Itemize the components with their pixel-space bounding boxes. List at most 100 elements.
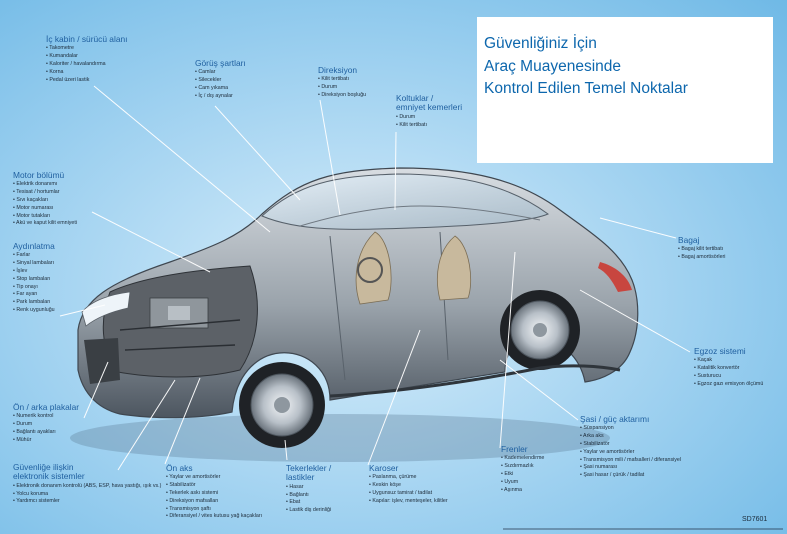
- list-item: Paslanma, çürüme: [369, 474, 448, 482]
- group-heading: Görüş şartları: [195, 58, 246, 68]
- group-item-list: Elektrik donanımıTesisat / hortumlarSıvı…: [13, 181, 77, 228]
- list-item: Stabilizatör: [166, 482, 262, 490]
- list-item: Direksiyon mafsalları: [166, 498, 262, 506]
- list-item: Hasar: [286, 484, 331, 492]
- list-item: Susturucu: [694, 373, 763, 381]
- list-item: Durum: [318, 84, 366, 92]
- list-item: Kaloriter / havalandırma: [46, 61, 127, 69]
- group-chassis: Şasi / güç aktarımıSüspansiyonArka aksSt…: [580, 414, 681, 480]
- title-line-1: Güvenliğiniz İçin: [484, 35, 597, 52]
- group-plates: Ön / arka plakalarNumerik kontrolDurumBa…: [13, 402, 80, 445]
- group-engine-bay: Motor bölümüElektrik donanımıTesisat / h…: [13, 170, 77, 228]
- group-heading: Motor bölümü: [13, 170, 65, 180]
- list-item: Transmisyon mili / mafsalleri / diferans…: [580, 457, 681, 465]
- list-item: Bağlantı ayakları: [13, 429, 79, 437]
- group-item-list: Numerik kontrolDurumBağlantı ayaklarıMüh…: [13, 413, 79, 444]
- list-item: Şasi hasar / çürük / tadilat: [580, 472, 681, 480]
- list-item: Park lambaları: [13, 299, 55, 307]
- list-item: Aşınma: [501, 487, 544, 495]
- list-item: Far ayarı: [13, 291, 55, 299]
- title-line-2: Araç Muayenesinde: [484, 58, 621, 75]
- group-heading: lastikler: [286, 472, 315, 483]
- group-heading: Güvenliğe ilişkin: [13, 462, 74, 472]
- list-item: Keskin köşe: [369, 482, 448, 490]
- group-item-list: Yaylar ve amortisörlerStabilizatörTekerl…: [166, 474, 262, 521]
- list-item: Tekerlek askı sistemi: [166, 490, 262, 498]
- list-item: Diferansiyel / vites kutusu yağ kaçaklar…: [166, 513, 262, 521]
- group-cabin: İç kabin / sürücü alanıTakometreKumandal…: [46, 34, 128, 84]
- list-item: Takometre: [46, 45, 127, 53]
- list-item: Sinyal lambaları: [13, 260, 55, 268]
- list-item: Uygunsuz tamirat / tadilat: [369, 490, 448, 498]
- list-item: Elektronik donanım kontrolü (ABS, ESP, h…: [13, 483, 161, 491]
- list-item: Akü ve kaput kilit emniyeti: [13, 220, 77, 228]
- list-item: Durum: [13, 421, 79, 429]
- group-item-list: HasarBağlantıEbatLastik diş derinliği: [286, 484, 331, 515]
- list-item: Yaylar ve amortisörler: [166, 474, 262, 482]
- list-item: Lastik diş derinliği: [286, 507, 331, 515]
- group-heading: İç kabin / sürücü alanı: [46, 34, 128, 44]
- list-item: Bağlantı: [286, 492, 331, 500]
- list-item: Renk uygunluğu: [13, 307, 55, 315]
- list-item: Mühür: [13, 437, 79, 445]
- group-item-list: Bagaj kilit tertibatıBagaj amortisörleri: [678, 246, 726, 262]
- title-line-3: Kontrol Edilen Temel Noktalar: [484, 80, 688, 97]
- list-item: Katalitik konvertör: [694, 365, 763, 373]
- group-steering: DireksiyonKilit tertibatıDurumDireksiyon…: [318, 65, 366, 100]
- list-item: Transmisyon şaftı: [166, 506, 262, 514]
- group-heading: Tekerlekler /: [286, 463, 332, 473]
- list-item: Stop lambaları: [13, 276, 55, 284]
- list-item: Egzoz gazı emisyon ölçümü: [694, 381, 763, 389]
- group-heading: Karoser: [369, 463, 399, 473]
- list-item: Bagaj kilit tertibatı: [678, 246, 726, 254]
- group-heading: Ön / arka plakalar: [13, 402, 80, 412]
- group-lighting: AydınlatmaFarlarSinyal lambalarıİşlevSto…: [13, 241, 55, 315]
- list-item: Direksiyon boşluğu: [318, 92, 366, 100]
- group-heading: Koltuklar /: [396, 93, 434, 103]
- list-item: Yardımcı sistemler: [13, 498, 161, 506]
- group-heading: elektronik sistemler: [13, 471, 85, 482]
- list-item: Kademelendirme: [501, 455, 544, 463]
- group-seats-belts: Koltuklar /emniyet kemerleriDurumKilit t…: [396, 93, 463, 130]
- group-trunk: BagajBagaj kilit tertibatıBagaj amortisö…: [678, 235, 726, 262]
- list-item: Süspansiyon: [580, 425, 681, 433]
- list-item: Yaylar ve amortisörler: [580, 449, 681, 457]
- group-visibility: Görüş şartlarıCamlarSileceklerCam yıkama…: [195, 58, 246, 101]
- list-item: Kumandalar: [46, 53, 127, 61]
- group-exhaust: Egzoz sistemiKaçakKatalitik konvertörSus…: [694, 346, 763, 389]
- group-item-list: DurumKilit tertibatı: [396, 114, 462, 130]
- list-item: Stabilizatör: [580, 441, 681, 449]
- list-item: Motor numarası: [13, 205, 77, 213]
- group-item-list: CamlarSileceklerCam yıkamaİç / dış aynal…: [195, 69, 246, 100]
- list-item: Kaçak: [694, 357, 763, 365]
- list-item: İşlev: [13, 268, 55, 276]
- diagram-code: SD7601: [742, 516, 768, 523]
- list-item: Yolcu koruma: [13, 491, 161, 499]
- group-item-list: Kilit tertibatıDurumDireksiyon boşluğu: [318, 76, 366, 99]
- group-heading: emniyet kemerleri: [396, 102, 463, 113]
- list-item: Kilit tertibatı: [396, 122, 462, 130]
- list-item: Tip onayı: [13, 284, 55, 292]
- group-heading: Direksiyon: [318, 65, 358, 75]
- list-item: Kapılar: işlev, menteşeler, kilitler: [369, 498, 447, 506]
- list-item: Etki: [501, 471, 544, 479]
- group-wheels-tires: Tekerlekler /lastiklerHasarBağlantıEbatL…: [286, 463, 332, 515]
- list-item: Cam yıkama: [195, 85, 246, 93]
- list-item: Kilit tertibatı: [318, 76, 366, 84]
- list-item: Camlar: [195, 69, 246, 77]
- list-item: Silecekler: [195, 77, 246, 85]
- group-heading: Frenler: [501, 444, 528, 454]
- group-item-list: KademelendirmeSızdırmazlıkEtkiUyumAşınma: [501, 455, 544, 494]
- list-item: İç / dış aynalar: [195, 93, 246, 101]
- list-item: Tesisat / hortumlar: [13, 189, 77, 197]
- group-heading: Aydınlatma: [13, 241, 55, 251]
- group-heading: Ön aks: [166, 463, 193, 473]
- group-heading: Bagaj: [678, 235, 700, 245]
- list-item: Bagaj amortisörleri: [678, 254, 725, 262]
- list-item: Elektrik donanımı: [13, 181, 77, 189]
- group-front-axle: Ön aksYaylar ve amortisörlerStabilizatör…: [166, 463, 262, 521]
- group-item-list: Elektronik donanım kontrolü (ABS, ESP, h…: [13, 483, 161, 506]
- group-item-list: Paslanma, çürümeKeskin köşeUygunsuz tami…: [369, 474, 448, 506]
